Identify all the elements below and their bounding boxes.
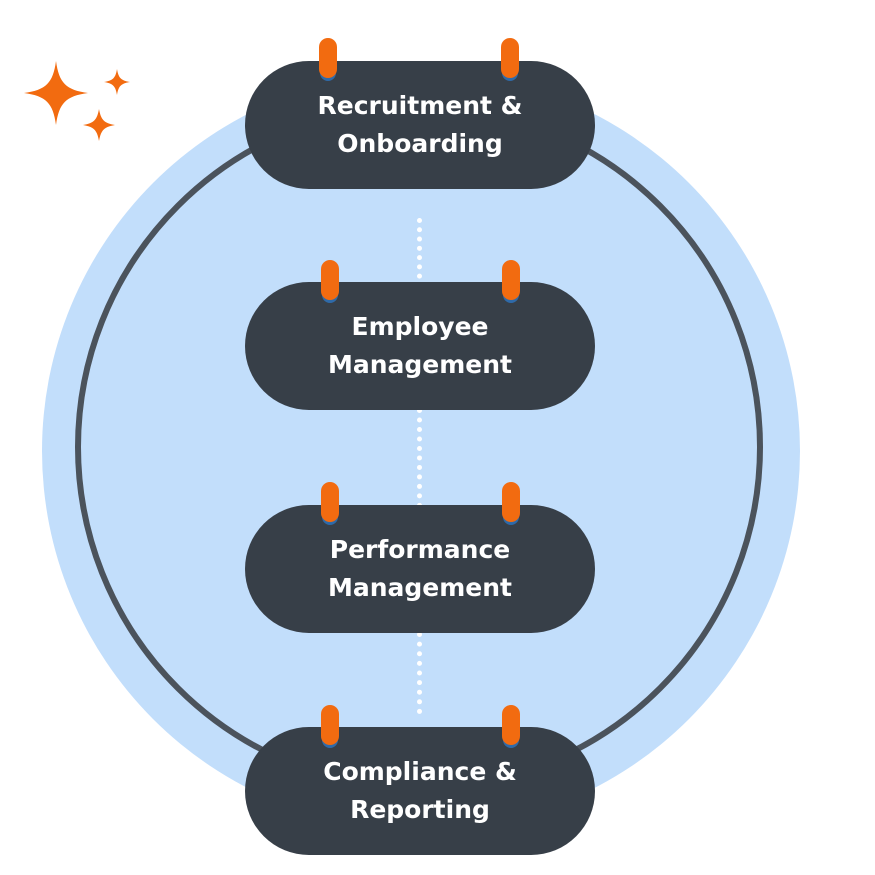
stage-label: Compliance & Reporting	[323, 757, 517, 824]
stage-recruitment-onboarding[interactable]: Recruitment & Onboarding	[245, 61, 595, 189]
sparkle-large	[24, 61, 88, 125]
sparkles-icon	[24, 61, 130, 141]
stage-label: Performance Management	[327, 535, 513, 602]
sparkle-small-top	[104, 69, 130, 95]
stage-compliance-reporting[interactable]: Compliance & Reporting	[245, 727, 595, 855]
stage-label: Employee Management	[327, 312, 513, 379]
binder-ring-tab	[502, 705, 520, 745]
binder-ring-tab	[321, 705, 339, 745]
binder-ring-tab	[502, 260, 520, 300]
connector-dotted-line	[417, 218, 422, 288]
connector-dotted-line	[417, 632, 422, 714]
binder-ring-tab	[501, 38, 519, 78]
binder-ring-tab	[321, 260, 339, 300]
binder-ring-tab	[319, 38, 337, 78]
stage-performance-management[interactable]: Performance Management	[245, 505, 595, 633]
binder-ring-tab	[321, 482, 339, 522]
sparkle-small-bottom	[83, 109, 115, 141]
stage-employee-management[interactable]: Employee Management	[245, 282, 595, 410]
connector-dotted-line	[417, 408, 422, 508]
binder-ring-tab	[502, 482, 520, 522]
stage-label: Recruitment & Onboarding	[317, 91, 523, 158]
